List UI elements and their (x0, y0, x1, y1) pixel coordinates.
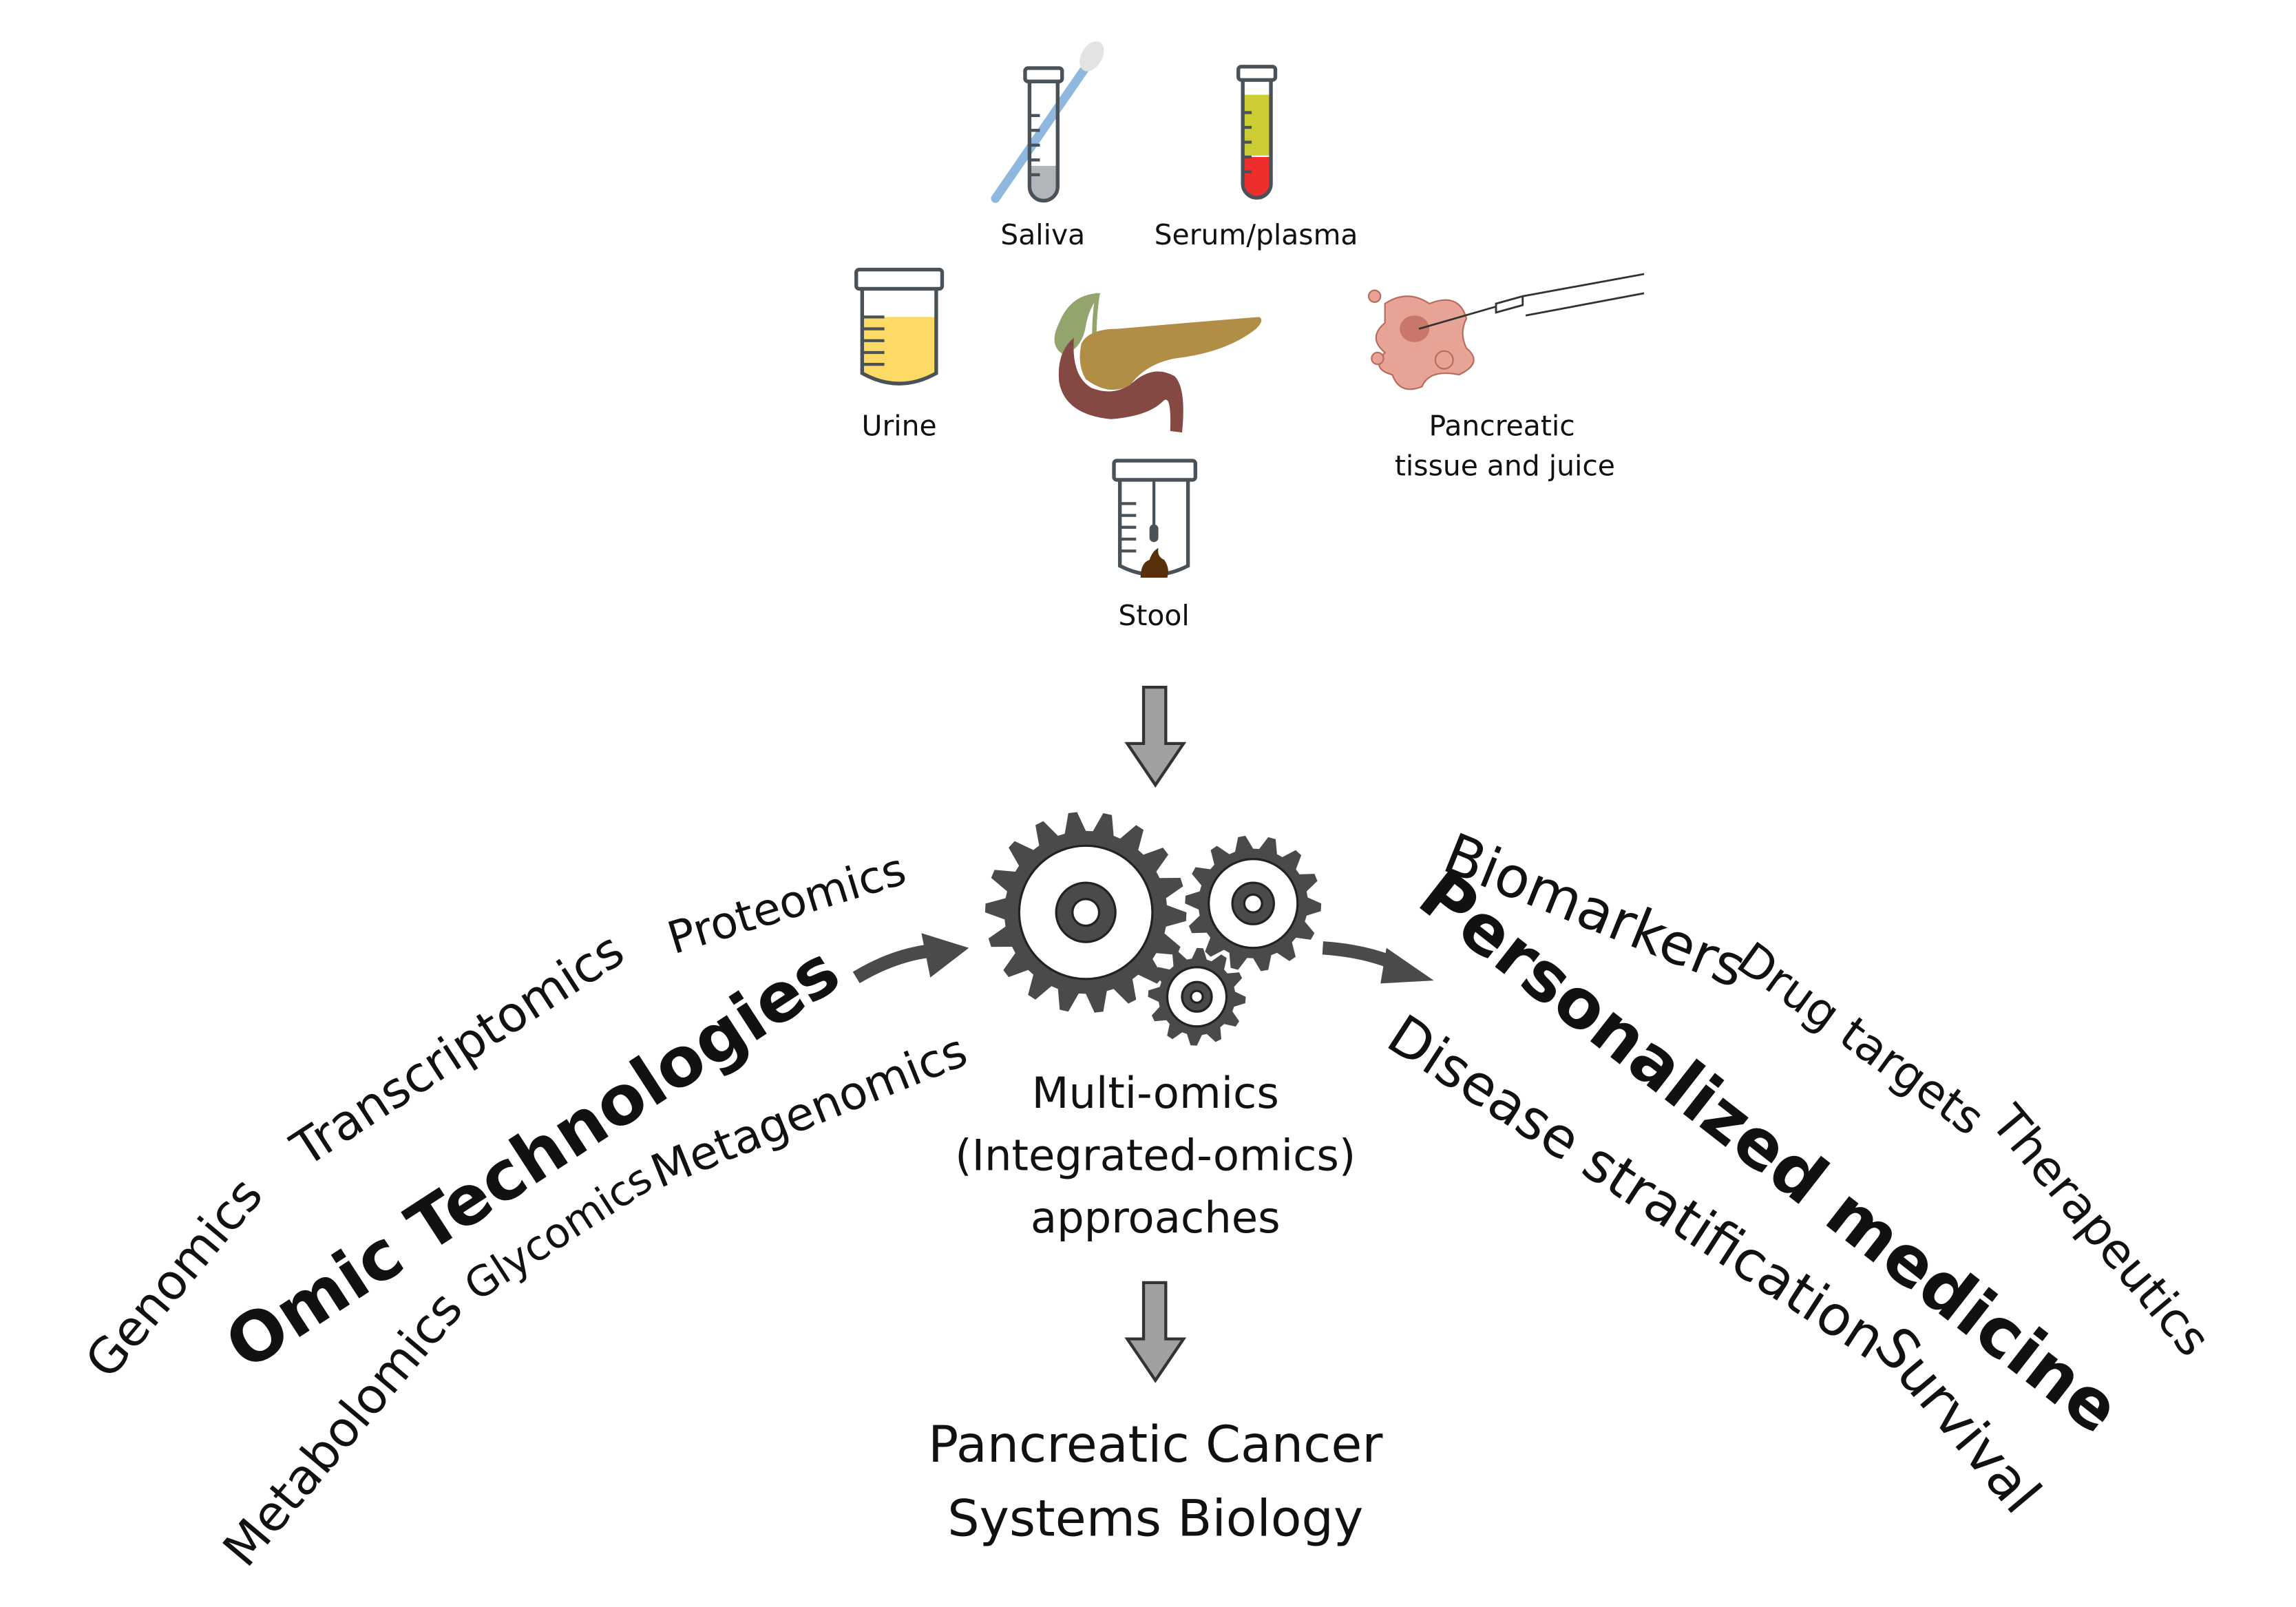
result-line2: Systems Biology (947, 1490, 1363, 1548)
multi-omics-line2: (Integrated-omics) (955, 1130, 1356, 1180)
left-curved-arrow-icon (852, 933, 969, 984)
saliva-tube-icon (991, 41, 1104, 203)
down-arrow-icon (1124, 685, 1187, 788)
pancreas-icon (1054, 293, 1262, 433)
gears-icon (984, 812, 1322, 1046)
right-curved-arrow-icon (1322, 941, 1434, 984)
urine-cup-icon (854, 267, 945, 386)
down-arrow-icon (1124, 1281, 1187, 1383)
small-gear-icon (1148, 947, 1246, 1046)
saliva-label: Saliva (1000, 218, 1085, 251)
tissue-label-line2: tissue and juice (1395, 450, 1615, 483)
serum-tube-icon (1236, 65, 1278, 200)
multi-omics-line1: Multi-omics (1032, 1068, 1279, 1118)
large-gear-icon (984, 812, 1187, 1013)
tissue-biopsy-icon (1367, 273, 1645, 390)
serum-plasma-label: Serum/plasma (1155, 218, 1358, 251)
result-line1: Pancreatic Cancer (928, 1416, 1383, 1474)
multi-omics-line3: approaches (1031, 1193, 1281, 1243)
medium-gear-icon (1185, 835, 1322, 971)
urine-label: Urine (862, 409, 937, 442)
stool-label: Stool (1118, 599, 1189, 632)
stool-cup-icon (1112, 459, 1198, 578)
tissue-label-line1: Pancreatic (1429, 409, 1575, 442)
